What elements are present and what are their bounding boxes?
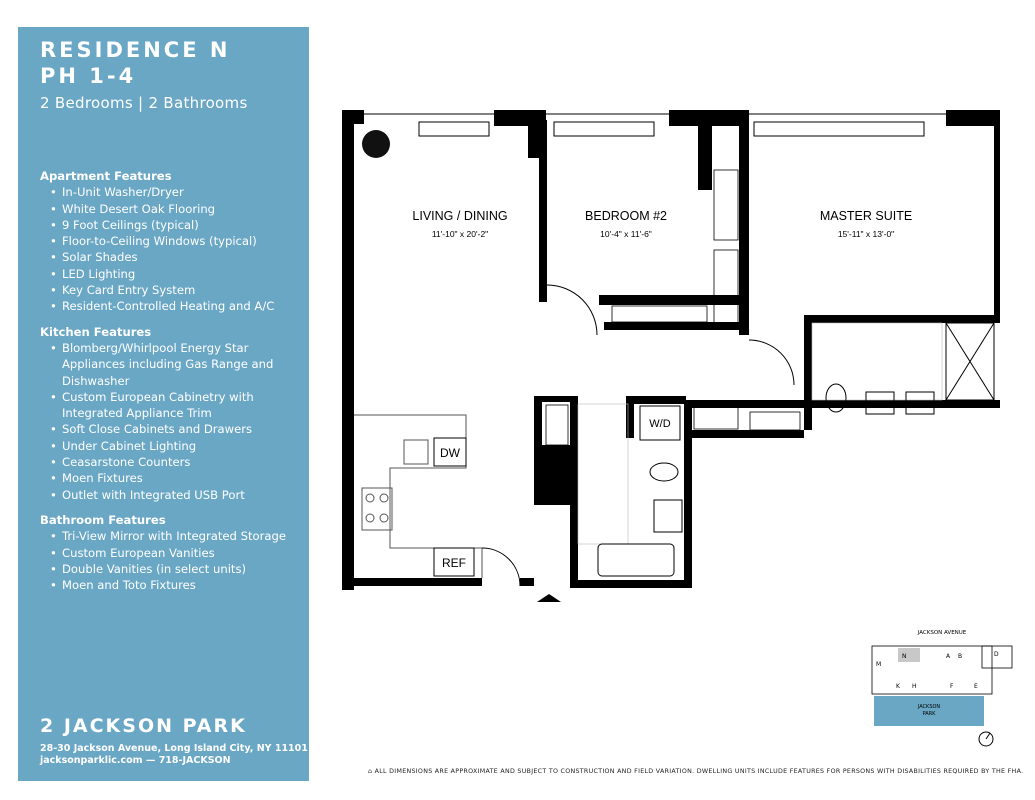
refrigerator-label: REF: [442, 556, 466, 570]
feature-item: Under Cabinet Lighting: [50, 438, 300, 455]
street-label: JACKSON AVENUE: [917, 630, 967, 636]
walls: [342, 110, 1000, 590]
feature-item: Moen Fixtures: [50, 470, 300, 487]
disclaimer: ⌂ ALL DIMENSIONS ARE APPROXIMATE AND SUB…: [368, 768, 1023, 775]
compass-icon: [978, 731, 994, 747]
unit-letter: D: [994, 651, 999, 658]
refrigerator: [433, 547, 475, 577]
bath-fixtures: [597, 322, 995, 577]
section-heading: Apartment Features: [40, 169, 172, 183]
brand-logo: 2 JACKSON PARK: [40, 715, 247, 737]
features-list: Apartment Features In-Unit Washer/Dryer …: [40, 168, 300, 602]
bedroom2-dims: 10'-4" x 11'-6": [600, 229, 652, 239]
feature-item: Moen and Toto Fixtures: [50, 577, 300, 594]
feature-item: Blomberg/Whirlpool Energy Star Appliance…: [50, 340, 300, 389]
windows: [364, 113, 946, 137]
park-area: [874, 696, 984, 726]
bedroom2-name: BEDROOM #2: [585, 209, 667, 223]
info-panel: RESIDENCE N PH 1-4 2 Bedrooms | 2 Bathro…: [18, 27, 309, 781]
feature-item: Ceasarstone Counters: [50, 454, 300, 471]
feature-item: Double Vanities (in select units): [50, 561, 300, 578]
feature-item: Tri-View Mirror with Integrated Storage: [50, 528, 300, 545]
unit-letter: B: [958, 653, 962, 660]
feature-item: LED Lighting: [50, 266, 300, 283]
closet-shelves: [545, 169, 801, 446]
living-room-name: LIVING / DINING: [412, 209, 507, 223]
disclaimer-text: ALL DIMENSIONS ARE APPROXIMATE AND SUBJE…: [374, 768, 1024, 775]
living-room-dims: 11'-10" x 20'-2": [432, 229, 488, 239]
feature-item: In-Unit Washer/Dryer: [50, 184, 300, 201]
feature-item: 9 Foot Ceilings (typical): [50, 217, 300, 234]
bed-bath-count: 2 Bedrooms | 2 Bathrooms: [40, 94, 248, 112]
dishwasher-label: DW: [440, 446, 461, 460]
feature-item: Floor-to-Ceiling Windows (typical): [50, 233, 300, 250]
master-suite-dims: 15'-11" x 13'-0": [838, 229, 894, 239]
park-label-line1: JACKSON: [917, 704, 941, 710]
fair-housing-icon: ⌂: [368, 768, 373, 775]
contact-text: jacksonparklic.com — 718-JACKSON: [40, 755, 231, 766]
entry-marker-icon: [537, 594, 561, 602]
washer-dryer-label: W/D: [649, 418, 670, 430]
park-label-line2: PARK: [923, 711, 937, 717]
feature-item: Resident-Controlled Heating and A/C: [50, 298, 300, 315]
kitchen-features: Blomberg/Whirlpool Energy Star Appliance…: [40, 340, 300, 503]
unit-letters: N A B D M K H F E: [876, 651, 999, 690]
feature-item: Outlet with Integrated USB Port: [50, 487, 300, 504]
feature-item: Custom European Vanities: [50, 545, 300, 562]
feature-item: Solar Shades: [50, 249, 300, 266]
brand-address-block: 28-30 Jackson Avenue, Long Island City, …: [40, 743, 308, 767]
master-suite-name: MASTER SUITE: [820, 209, 912, 223]
building-key-map: JACKSON AVENUE JACKSON PARK N A B D M K …: [871, 630, 1013, 747]
highlighted-unit: [898, 648, 920, 662]
address-text: 28-30 Jackson Avenue, Long Island City, …: [40, 743, 308, 754]
floor-plan: DW REF W/D LIVING / DINING 11'-10" x 20: [342, 110, 1000, 602]
unit-letter: H: [912, 683, 917, 690]
bathroom-features: Tri-View Mirror with Integrated Storage …: [40, 528, 300, 593]
doors: [481, 284, 795, 587]
washer-dryer: [639, 405, 681, 441]
unit-letter: E: [974, 683, 978, 690]
section-heading: Bathroom Features: [40, 512, 166, 527]
dishwasher: [433, 437, 467, 467]
section-heading: Kitchen Features: [40, 324, 152, 339]
column-icon: [362, 130, 390, 158]
unit-letter: K: [896, 683, 901, 690]
unit-letter: M: [876, 661, 881, 668]
feature-item: White Desert Oak Flooring: [50, 201, 300, 218]
unit-letter: A: [946, 653, 951, 660]
building-outline: [871, 645, 1013, 695]
unit-letter: N: [902, 653, 907, 660]
feature-item: Custom European Cabinetry with Integrate…: [50, 389, 300, 422]
title-line-1: RESIDENCE N: [40, 38, 231, 62]
residence-title: RESIDENCE N PH 1-4: [40, 37, 230, 89]
title-line-2: PH 1-4: [40, 64, 137, 88]
unit-letter: F: [950, 683, 954, 690]
feature-item: Soft Close Cabinets and Drawers: [50, 421, 300, 438]
feature-item: Key Card Entry System: [50, 282, 300, 299]
apartment-features: In-Unit Washer/Dryer White Desert Oak Fl…: [40, 184, 300, 315]
